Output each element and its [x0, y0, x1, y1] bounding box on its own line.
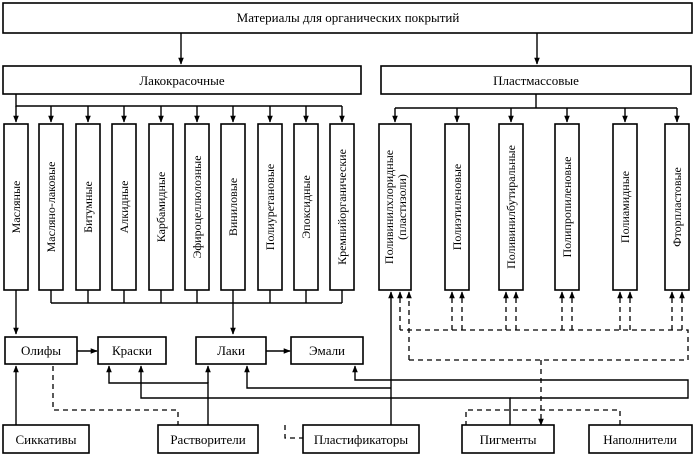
plastic-type-box: [612, 123, 638, 291]
component-sikkativy-box: [2, 424, 90, 454]
plastic-type-label: Фторпластовые: [670, 167, 684, 247]
product-emali-label: Эмали: [309, 343, 345, 358]
root-box: [2, 2, 693, 34]
product-olify-box: [4, 336, 78, 365]
product-olify-label: Олифы: [21, 343, 61, 358]
product-laki-label: Лаки: [217, 343, 245, 358]
plastic-types: Поливинилхлоридные(пластизоли) Полиэтилен…: [378, 94, 690, 291]
plastic-type-box: [444, 123, 470, 291]
product-kraski-label: Краски: [112, 343, 152, 358]
plastic-type-label: Полиамидные: [618, 171, 632, 243]
plastic-type-label: Поливинилбутиральные: [504, 145, 518, 269]
component-rastvoriteli-box: [157, 424, 259, 454]
component-napolniteli-label: Наполнители: [603, 432, 677, 447]
paint-type-label: Масляно-лаковые: [44, 162, 58, 253]
group-paint-box: [2, 65, 362, 95]
paint-type-label: Карбамидные: [154, 172, 168, 243]
paint-type-box: [75, 123, 101, 291]
paint-type-label: Битумные: [81, 181, 95, 233]
paint-type-box: [38, 123, 64, 291]
plastic-type-box: [378, 123, 412, 291]
paint-type-label: Алкидные: [117, 181, 131, 234]
plastic-type-label: Поливинилхлоридные: [382, 150, 396, 264]
paint-type-label: Полиуретановые: [263, 164, 277, 250]
paint-type-label: Эпоксидные: [299, 175, 313, 239]
group-paint-label: Лакокрасочные: [139, 73, 224, 88]
group-plastic-label: Пластмассовые: [493, 73, 579, 88]
group-plastic-box: [380, 65, 692, 95]
plastic-type-box: [498, 123, 524, 291]
product-kraski-box: [97, 336, 167, 365]
plastic-type-sublabel: (пластизоли): [395, 174, 409, 240]
plastic-bus: [395, 94, 677, 109]
plastic-type-label: Полипропиленовые: [560, 157, 574, 258]
paint-type-box: [111, 123, 137, 291]
component-pigmenty-label: Пигменты: [480, 432, 537, 447]
paint-type-label: Масляные: [9, 181, 23, 234]
plastic-type-box: [664, 123, 690, 291]
component-rastvoriteli-label: Растворители: [170, 432, 245, 447]
paint-type-box: [148, 123, 174, 291]
component-napolniteli-box: [588, 424, 693, 454]
component-sikkativy-label: Сиккативы: [15, 432, 76, 447]
paint-type-box: [293, 123, 319, 291]
component-plastifikatory-label: Пластификаторы: [314, 432, 408, 447]
paint-types: Масляные Масляно-лаковые Битумные Алкидные К…: [3, 94, 355, 291]
component-plastifikatory-box: [302, 424, 420, 454]
paint-bus: [15, 94, 342, 107]
product-emali-box: [290, 336, 364, 365]
plastic-type-box: [554, 123, 580, 291]
root-label: Материалы для органических покрытий: [237, 10, 460, 25]
paint-type-label: Эфироцеллюлозные: [190, 155, 204, 258]
plastic-type-label: Полиэтиленовые: [450, 164, 464, 251]
paint-type-label: Виниловые: [226, 178, 240, 236]
paint-type-label: Кремнийорганические: [335, 149, 349, 265]
component-pigmenty-box: [461, 424, 555, 454]
